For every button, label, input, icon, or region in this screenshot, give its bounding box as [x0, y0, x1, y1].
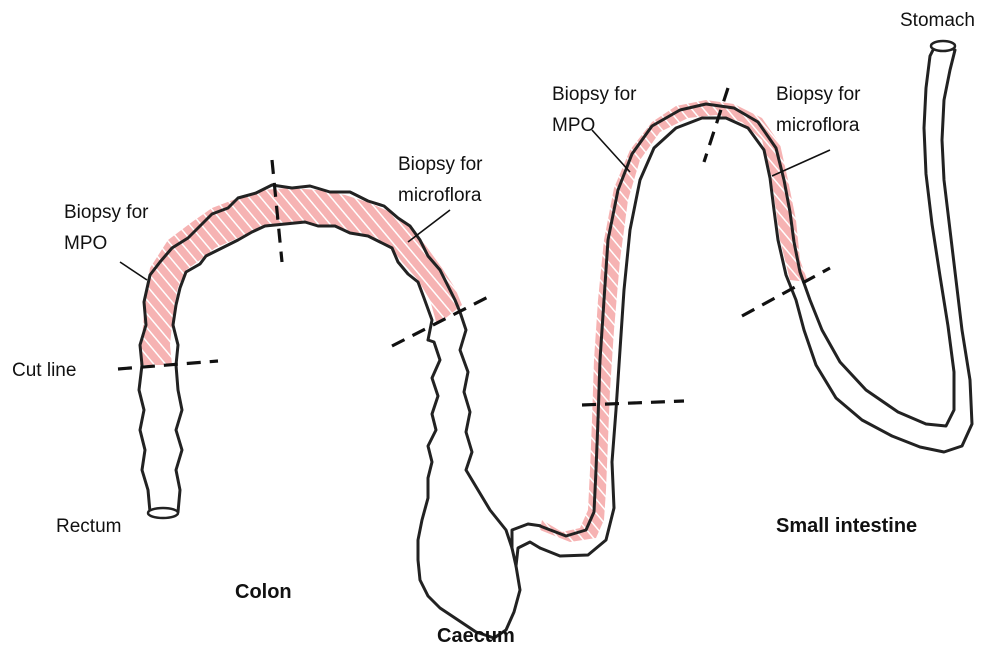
stomach-opening — [931, 41, 955, 51]
label-si-microflora-line2: microflora — [776, 115, 860, 136]
label-colon: Colon — [235, 581, 292, 603]
label-colon-mpo-line1: Biopsy for — [64, 202, 149, 223]
label-colon-mpo-line2: MPO — [64, 233, 107, 254]
label-si-mpo-line1: Biopsy for — [552, 84, 637, 105]
label-colon-microflora-line2: microflora — [398, 185, 482, 206]
colon-biopsy-region — [140, 188, 462, 365]
colon-inner-wall — [173, 222, 432, 512]
label-small-intestine: Small intestine — [776, 515, 917, 537]
colon-to-caecum-outer — [418, 312, 520, 638]
leader-colon-microflora — [408, 210, 450, 242]
label-colon-microflora-line1: Biopsy for — [398, 154, 483, 175]
leader-colon-mpo — [120, 262, 147, 280]
label-caecum: Caecum — [437, 625, 515, 647]
label-si-microflora-line1: Biopsy for — [776, 84, 861, 105]
rectum-opening — [148, 508, 178, 518]
label-rectum: Rectum — [56, 516, 121, 537]
caecum-junction-lower — [516, 542, 540, 566]
leader-si-mpo — [592, 130, 630, 172]
label-stomach: Stomach — [900, 10, 975, 31]
cut-line-si-top — [704, 88, 728, 162]
label-si-mpo-line2: MPO — [552, 115, 595, 136]
label-cut-line: Cut line — [12, 360, 76, 381]
